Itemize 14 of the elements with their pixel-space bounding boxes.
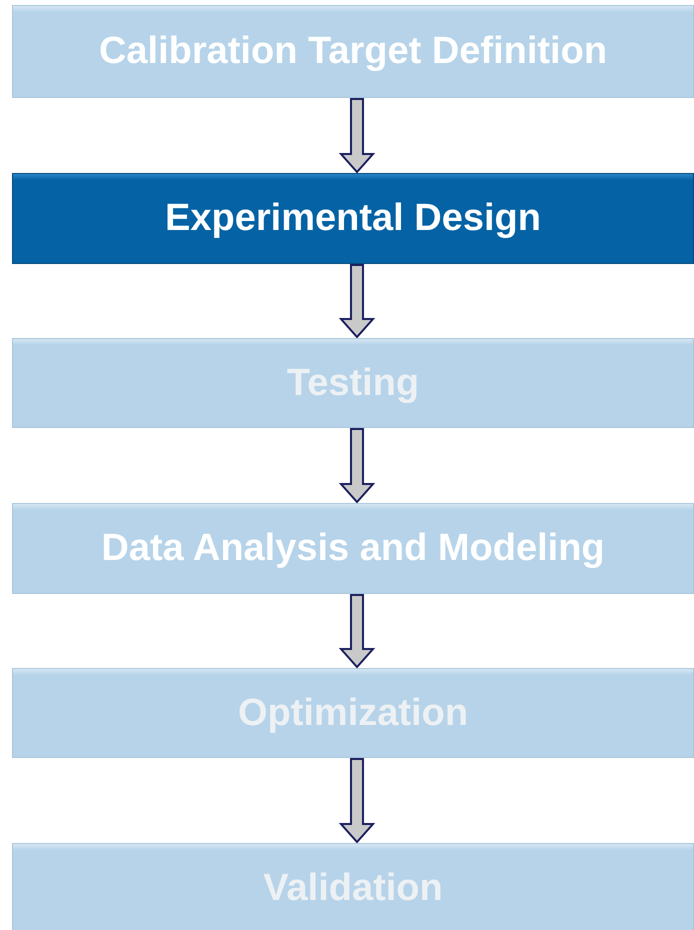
down-arrow (338, 428, 376, 504)
process-box (12, 173, 694, 264)
step-label: Experimental Design (165, 197, 541, 240)
process-box (12, 843, 694, 930)
process-box (12, 5, 694, 98)
process-box (12, 668, 694, 758)
down-arrow (338, 264, 376, 338)
down-arrow (338, 594, 376, 668)
down-arrow (338, 98, 376, 174)
down-arrow (338, 758, 376, 844)
process-box (12, 503, 694, 594)
step-label: Calibration Target Definition (98, 30, 608, 73)
step-label: Data Analysis and Modeling (101, 527, 605, 570)
process-box (12, 338, 694, 428)
